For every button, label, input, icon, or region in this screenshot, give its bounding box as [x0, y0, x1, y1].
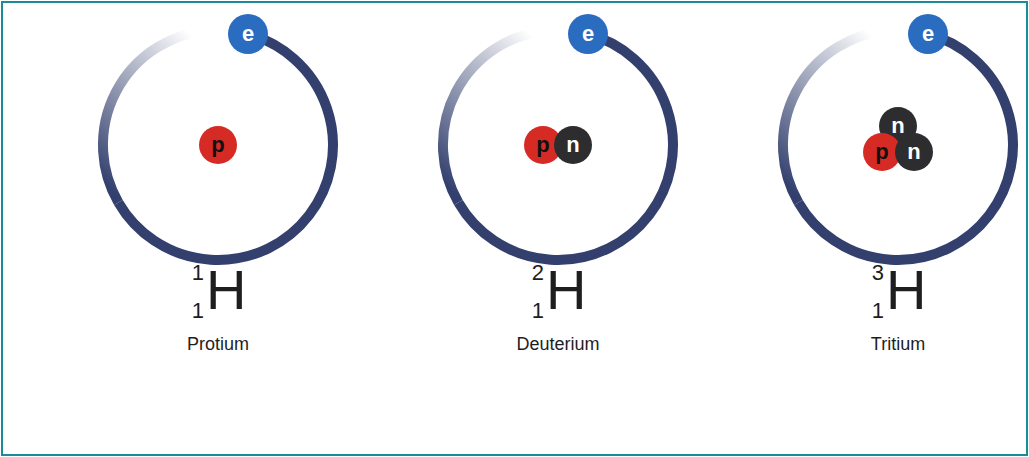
orbit-arc — [798, 34, 1013, 260]
orbit-fade — [103, 30, 208, 202]
particle-letter: n — [907, 141, 920, 163]
particle-letter: e — [242, 23, 254, 45]
mass-number: 3 — [872, 262, 884, 284]
particle-letter: e — [582, 23, 594, 45]
particle-letter: p — [211, 134, 224, 156]
particle-letter: p — [536, 134, 549, 156]
orbit-fade — [443, 30, 548, 202]
particle-letter: n — [891, 115, 904, 137]
isotope-name: Tritium — [871, 335, 925, 353]
isotope-name: Protium — [187, 335, 249, 353]
atomic-number: 1 — [192, 300, 204, 322]
orbit-arc — [118, 34, 333, 260]
atomic-number: 1 — [872, 300, 884, 322]
electron-orbit — [443, 30, 673, 260]
particle-letter: n — [566, 134, 579, 156]
orbit-arc — [458, 34, 673, 260]
particle-letter: p — [875, 141, 888, 163]
electron-orbit — [783, 30, 1013, 260]
element-symbol: H — [206, 262, 246, 318]
element-symbol: H — [546, 262, 586, 318]
atomic-number: 1 — [532, 300, 544, 322]
element-symbol: H — [886, 262, 926, 318]
proton-circle: p — [199, 126, 237, 164]
neutron-circle: n — [895, 133, 933, 171]
electron-circle: e — [568, 14, 608, 54]
electron-circle: e — [908, 14, 948, 54]
orbit-fade — [783, 30, 888, 202]
mass-number: 2 — [532, 262, 544, 284]
particle-letter: e — [922, 23, 934, 45]
mass-number: 1 — [192, 262, 204, 284]
electron-orbit — [103, 30, 333, 260]
neutron-circle: n — [554, 126, 592, 164]
electron-circle: e — [228, 14, 268, 54]
isotope-name: Deuterium — [516, 335, 599, 353]
